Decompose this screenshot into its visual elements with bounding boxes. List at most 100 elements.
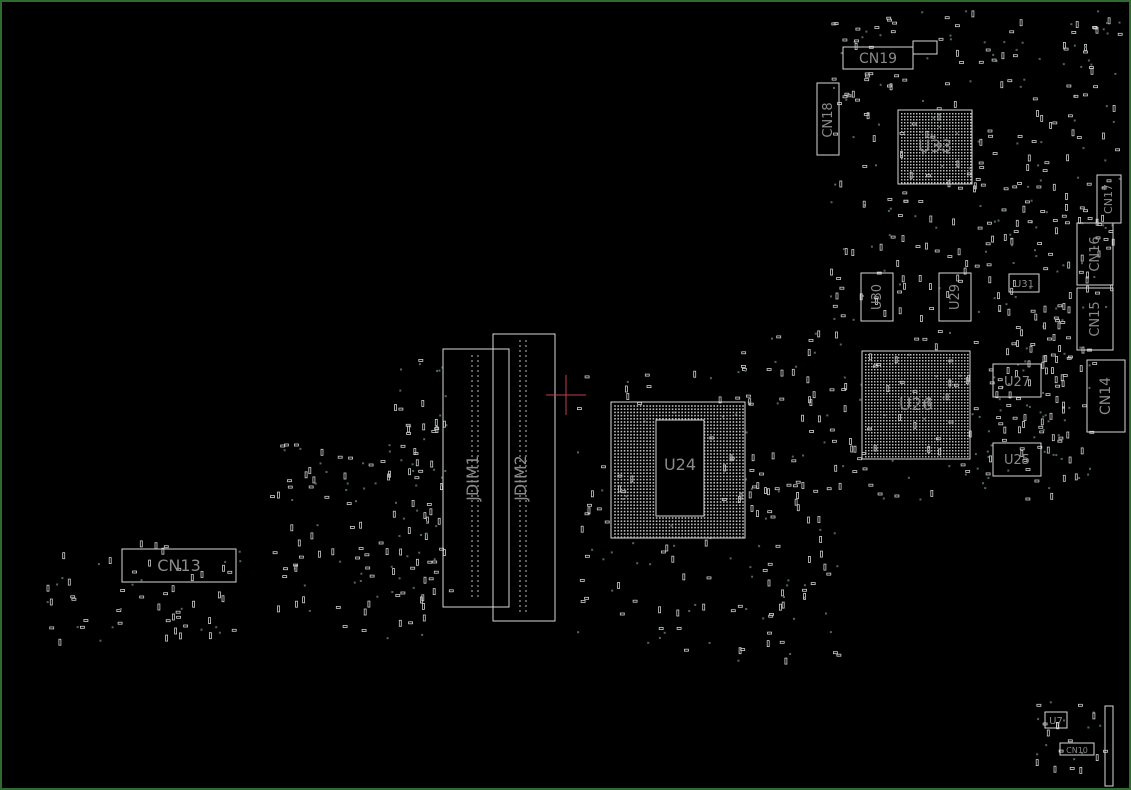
component-cn14[interactable]: CN14	[1086, 359, 1126, 433]
component-u29[interactable]: U29	[938, 272, 972, 322]
solder-ball	[716, 437, 719, 439]
smd-pad	[952, 218, 955, 226]
cn16-outline	[1076, 222, 1114, 286]
component-cn19[interactable]: CN19	[842, 46, 914, 70]
smd-pad	[1082, 147, 1085, 150]
component-cn10[interactable]: CN10	[1059, 742, 1095, 756]
component-u27[interactable]: U27	[992, 363, 1042, 398]
solder-ball	[643, 472, 645, 474]
solder-ball	[883, 387, 885, 389]
smd-pad	[774, 360, 777, 363]
smd-pad	[349, 526, 355, 529]
solder-ball	[868, 423, 870, 425]
solder-ball	[620, 405, 623, 407]
solder-ball	[895, 420, 897, 422]
smd-pad	[831, 77, 837, 81]
solder-ball	[967, 420, 969, 422]
component-u31[interactable]: U31	[1008, 273, 1040, 293]
solder-ball	[925, 128, 927, 130]
smd-pad	[849, 437, 852, 445]
solder-ball	[630, 408, 632, 410]
solder-ball	[955, 387, 957, 389]
solder-ball	[710, 427, 712, 430]
solder-ball	[916, 116, 918, 118]
solder-ball	[901, 363, 903, 365]
component-cn13[interactable]: CN13	[121, 548, 237, 583]
solder-ball	[943, 423, 945, 425]
solder-ball	[639, 456, 642, 458]
solder-ball	[958, 113, 960, 115]
smd-pad	[1078, 270, 1084, 274]
component-u24[interactable]: U24	[610, 401, 746, 539]
solder-ball	[922, 125, 924, 127]
smd-pad	[987, 430, 990, 433]
solder-ball	[952, 390, 954, 392]
component-u7[interactable]: U7	[1044, 711, 1068, 729]
solder-ball	[707, 440, 709, 442]
solder-ball	[916, 372, 918, 374]
solder-ball	[892, 375, 894, 377]
solder-ball	[961, 164, 963, 166]
smd-pad	[948, 465, 951, 468]
solder-ball	[735, 443, 738, 446]
solder-ball	[719, 523, 722, 526]
smd-pad	[992, 152, 998, 155]
solder-ball	[922, 393, 924, 395]
smd-pad	[1044, 355, 1048, 362]
solder-ball	[707, 520, 709, 522]
component-u25[interactable]: U25	[992, 442, 1042, 477]
solder-ball	[735, 434, 738, 436]
component-cn20[interactable]	[912, 40, 938, 55]
solder-ball	[904, 125, 906, 127]
smd-pad	[1020, 449, 1024, 457]
solder-ball	[707, 427, 709, 430]
smd-pad	[367, 600, 371, 608]
solder-ball	[889, 441, 891, 443]
solder-ball	[931, 402, 933, 404]
solder-ball	[964, 119, 966, 121]
smd-pad	[852, 470, 858, 474]
solder-ball	[904, 134, 906, 136]
solder-ball	[726, 530, 728, 532]
smd-pad	[1045, 393, 1051, 397]
solder-ball	[723, 517, 725, 519]
solder-ball	[931, 447, 933, 449]
solder-ball	[726, 526, 728, 529]
solder-ball	[919, 128, 921, 130]
component-cn18[interactable]: CN18	[816, 82, 840, 156]
solder-ball	[889, 447, 891, 449]
component-jdim1[interactable]: JDIM1	[442, 348, 510, 608]
component-jdim2[interactable]: JDIM2	[492, 333, 556, 622]
solder-ball	[877, 453, 879, 455]
solder-ball	[691, 536, 693, 538]
solder-ball	[726, 507, 728, 510]
solder-ball	[964, 396, 966, 398]
smd-pad	[704, 539, 708, 547]
solder-ball	[889, 384, 891, 386]
component-cn15[interactable]: CN15	[1076, 287, 1114, 351]
solder-ball	[913, 143, 915, 145]
component-u33[interactable]: U33	[897, 109, 973, 185]
solder-ball	[623, 418, 626, 420]
solder-ball	[633, 456, 635, 458]
solder-ball	[865, 381, 867, 383]
smd-pad	[956, 274, 960, 282]
solder-ball	[916, 354, 918, 356]
smd-pad	[979, 138, 983, 146]
component-cn16[interactable]: CN16	[1076, 222, 1114, 286]
solder-ball	[940, 146, 942, 148]
solder-ball	[937, 426, 939, 428]
smd-pad	[897, 290, 902, 294]
component-u30[interactable]: U30	[860, 272, 894, 322]
component-u26[interactable]: U26	[861, 350, 971, 460]
smd-pad	[386, 637, 389, 640]
solder-ball	[877, 378, 879, 380]
smd-pad	[1057, 304, 1063, 308]
solder-ball	[633, 427, 635, 430]
solder-ball	[958, 128, 960, 130]
smd-pad	[833, 22, 839, 26]
smd-pad	[398, 577, 401, 580]
solder-ball	[937, 161, 939, 163]
